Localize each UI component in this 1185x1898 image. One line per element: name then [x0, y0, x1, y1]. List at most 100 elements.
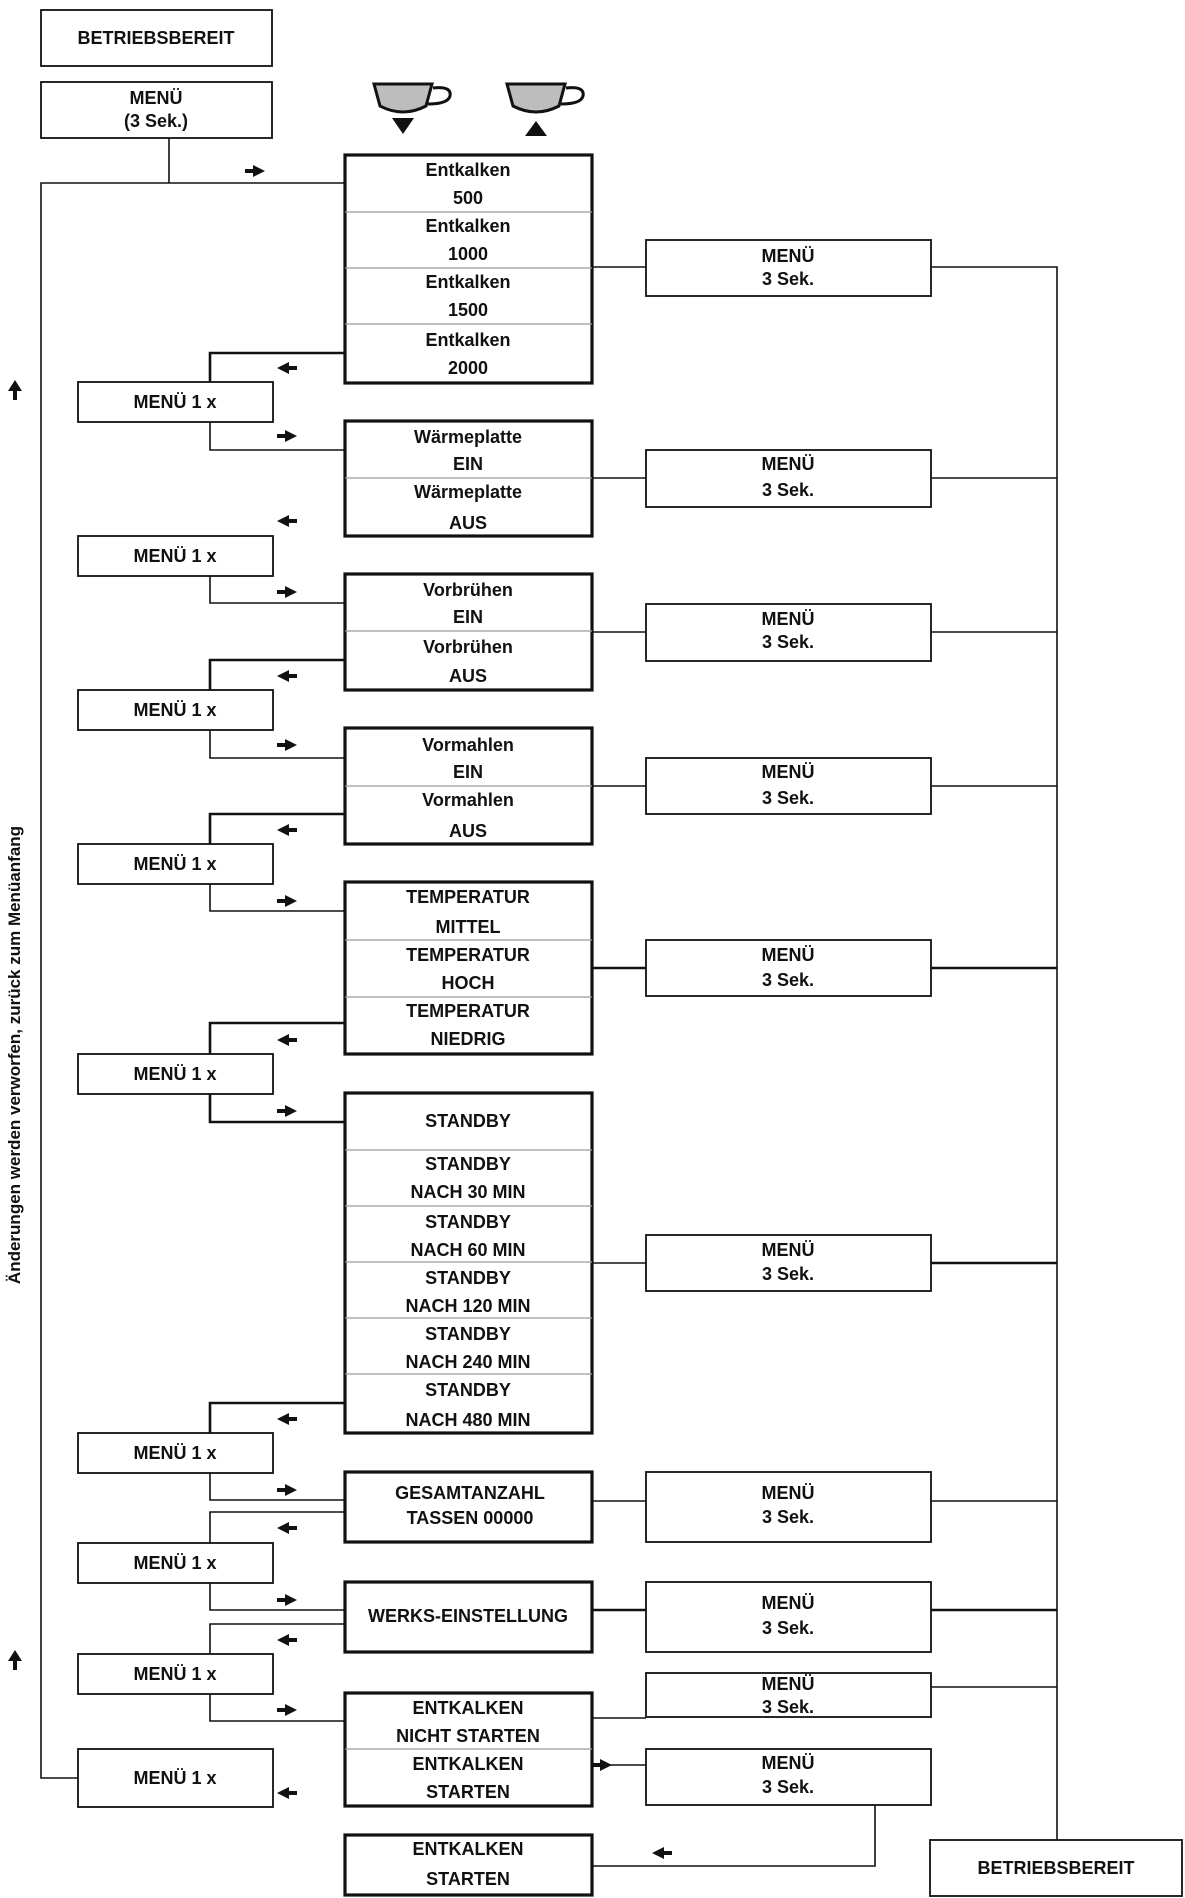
confirm-box[interactable] — [645, 1581, 932, 1653]
confirm-label: MENÜ — [762, 1674, 815, 1694]
forward-arrow-icon — [277, 586, 297, 598]
end-state-box — [929, 1839, 1183, 1897]
option-box[interactable] — [343, 1580, 594, 1654]
step-menu-box[interactable] — [77, 535, 274, 577]
back-arrow-icon — [652, 1847, 672, 1859]
step-menu-label: MENÜ 1 x — [133, 1553, 216, 1573]
group-factory-reset: WERKS-EINSTELLUNG — [343, 1580, 594, 1654]
option-value: EIN — [453, 762, 483, 782]
group-decalc-start: ENTKALKEN NICHT STARTEN ENTKALKEN STARTE… — [343, 1691, 594, 1808]
option-value: 1500 — [448, 300, 488, 320]
confirm-label: MENÜ — [762, 945, 815, 965]
confirm-duration: 3 Sek. — [762, 1777, 814, 1797]
forward-arrow-icon — [277, 1704, 297, 1716]
back-arrow-icon — [277, 824, 297, 836]
discard-changes-label: Änderungen werden verworfen, zurück zum … — [5, 826, 24, 1284]
group-temperature: TEMPERATUR MITTEL TEMPERATUR HOCH TEMPER… — [343, 880, 594, 1056]
confirm-box[interactable] — [645, 603, 932, 662]
option-value: EIN — [453, 607, 483, 627]
option-value: AUS — [449, 513, 487, 533]
step-menu-box[interactable] — [77, 1542, 274, 1584]
step-menu-box[interactable] — [77, 843, 274, 885]
option-label: Vormahlen — [422, 790, 514, 810]
option-value: NACH 480 MIN — [405, 1410, 530, 1430]
confirm-box[interactable] — [645, 239, 932, 297]
option-label: Entkalken — [425, 272, 510, 292]
connector-line — [209, 1623, 345, 1654]
confirm-label: MENÜ — [762, 454, 815, 474]
step-menu-box[interactable] — [77, 1653, 274, 1695]
option-label: Entkalken — [425, 160, 510, 180]
exit-line — [931, 266, 1058, 1840]
step-menu-box[interactable] — [77, 689, 274, 731]
return-loop-line — [40, 138, 345, 1779]
confirm-label: MENÜ — [762, 1240, 815, 1260]
confirm-box[interactable] — [645, 1672, 932, 1718]
confirm-duration: 3 Sek. — [762, 1507, 814, 1527]
option-box[interactable] — [343, 1470, 594, 1544]
connector-line — [208, 1401, 345, 1433]
option-box[interactable] — [343, 153, 594, 385]
option-label: ENTKALKEN — [413, 1698, 524, 1718]
decalc-start-value: STARTEN — [426, 1869, 510, 1889]
group-pre-grind: Vormahlen EIN Vormahlen AUS — [343, 726, 594, 846]
confirm-label: MENÜ — [762, 246, 815, 266]
option-label: TEMPERATUR — [406, 1001, 530, 1021]
connector-line — [209, 422, 345, 451]
back-arrow-icon — [277, 1634, 297, 1646]
option-label: Entkalken — [425, 330, 510, 350]
confirm-box[interactable] — [645, 757, 932, 815]
step-menu-label: MENÜ 1 x — [133, 854, 216, 874]
option-box[interactable] — [343, 572, 594, 692]
step-menu-box[interactable] — [77, 1748, 274, 1808]
forward-arrow-icon — [277, 895, 297, 907]
back-arrow-icon — [277, 1413, 297, 1425]
option-value: 2000 — [448, 358, 488, 378]
group-decalc-interval: Entkalken 500 Entkalken 1000 Entkalken 1… — [343, 153, 594, 385]
confirm-duration: 3 Sek. — [762, 1264, 814, 1284]
back-arrow-icon — [277, 362, 297, 374]
option-label: STANDBY — [425, 1324, 511, 1344]
option-box[interactable] — [343, 880, 594, 1056]
step-menu-label: MENÜ 1 x — [133, 1664, 216, 1684]
option-label: Vormahlen — [422, 735, 514, 755]
option-value: AUS — [449, 821, 487, 841]
start-state-label: BETRIEBSBEREIT — [77, 28, 234, 48]
option-value: NIEDRIG — [430, 1029, 505, 1049]
forward-arrow-icon — [592, 1759, 612, 1771]
confirm-box[interactable] — [645, 449, 932, 508]
connector-line — [208, 1021, 345, 1054]
option-value: NACH 60 MIN — [410, 1240, 525, 1260]
connector-line — [208, 812, 345, 844]
step-menu-box[interactable] — [77, 381, 274, 423]
up-arrow-icon — [8, 380, 22, 400]
forward-arrow-icon — [245, 165, 265, 177]
option-label: TEMPERATUR — [406, 887, 530, 907]
connector-line — [209, 576, 345, 604]
option-label: STANDBY — [425, 1154, 511, 1174]
decalc-start-box[interactable] — [343, 1833, 594, 1897]
group-pre-brew: Vorbrühen EIN Vorbrühen AUS — [343, 572, 594, 692]
group-cup-count: GESAMTANZAHL TASSEN 00000 — [343, 1470, 594, 1544]
step-menu-box[interactable] — [77, 1053, 274, 1095]
connector-line — [592, 1805, 876, 1867]
step-menu-box[interactable] — [77, 1432, 274, 1474]
confirm-box[interactable] — [645, 1234, 932, 1292]
option-label: Wärmeplatte — [414, 482, 522, 502]
option-label: Wärmeplatte — [414, 427, 522, 447]
connector-line — [209, 1583, 345, 1611]
step-menu-label: MENÜ 1 x — [133, 1064, 216, 1084]
confirm-label: MENÜ — [762, 609, 815, 629]
option-value: 500 — [453, 188, 483, 208]
back-arrow-icon — [277, 670, 297, 682]
confirm-box[interactable] — [645, 1471, 932, 1543]
option-label: Vorbrühen — [423, 637, 513, 657]
cup-up-icon — [505, 82, 585, 136]
group-standby: STANDBY STANDBY NACH 30 MIN STANDBY NACH… — [343, 1091, 594, 1435]
option-label: STANDBY — [425, 1111, 511, 1131]
option-value: AUS — [449, 666, 487, 686]
confirm-start-box[interactable] — [645, 1748, 932, 1806]
confirm-box[interactable] — [645, 939, 932, 997]
back-arrow-icon — [277, 1787, 297, 1799]
